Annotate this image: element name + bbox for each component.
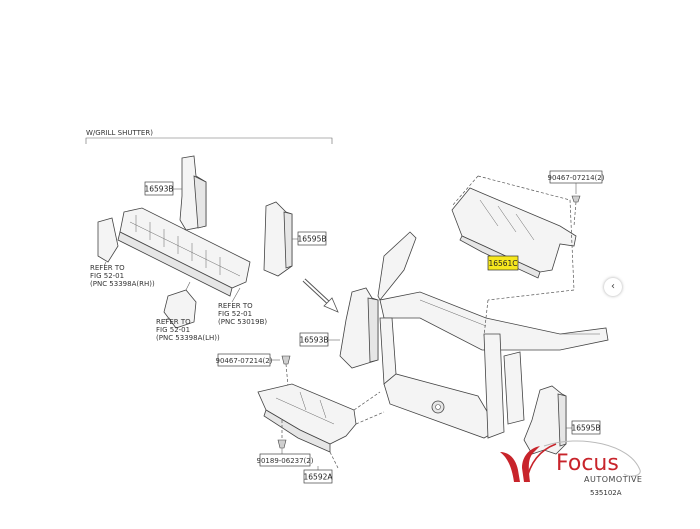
part-16592a[interactable]: 16592A (304, 473, 334, 482)
ref-center-line2: FIG 52-01 (218, 310, 252, 318)
duct-16595b-right (523, 385, 567, 455)
part-bolt-mid[interactable]: 90467-07214(2) (216, 357, 273, 365)
grill-shutter-bracket: W/GRILL SHUTTER) (85, 129, 333, 144)
ref-rh-line3: (PNC 53398A(RH)) (90, 280, 155, 288)
bolt-top: 90467-07214(2) (548, 170, 605, 227)
duct-16593b-top (179, 155, 207, 231)
part-16593b-mid[interactable]: 16593B (299, 336, 328, 345)
reference-note-rh: REFER TO FIG 52-01 (PNC 53398A(RH)) (90, 261, 155, 288)
ref-rh-line2: FIG 52-01 (90, 272, 124, 280)
part-16561c[interactable]: 16561C (488, 259, 517, 268)
label-box-16593b-top (144, 181, 174, 196)
part-16593b-top[interactable]: 16593B (144, 185, 173, 194)
header-label: W/GRILL SHUTTER) (86, 129, 153, 137)
ref-center-line1: REFER TO (218, 302, 253, 310)
focus-automotive-logo: Focus AUTOMOTIVE (500, 440, 642, 484)
reference-note-lh: REFER TO FIG 52-01 (PNC 53398A(LH)) (156, 317, 220, 342)
logo-sub: AUTOMOTIVE (584, 475, 642, 484)
ref-center-line3: (PNC 53019B) (218, 318, 267, 326)
reference-note-center: REFER TO FIG 52-01 (PNC 53019B) (218, 287, 267, 326)
lower-cover-16592a (257, 383, 357, 453)
grill-shutter-part (117, 207, 251, 297)
logo-name: Focus (556, 451, 619, 476)
diagram-code: 535102A (590, 489, 622, 497)
screw-bottom: 90189-06237(2) (257, 420, 314, 467)
part-16595b-top[interactable]: 16595B (297, 235, 326, 244)
bolt-mid: 90467-07214(2) (216, 353, 291, 387)
focus-logo-mark (500, 446, 540, 482)
ref-lh-line1: REFER TO (156, 318, 191, 326)
part-16595b-right[interactable]: 16595B (571, 424, 600, 433)
duct-16595b-top (263, 201, 293, 277)
shutter-bracket-left (97, 217, 119, 263)
radiator-support-frame (377, 231, 609, 439)
ref-lh-line2: FIG 52-01 (156, 326, 190, 334)
part-screw-bottom[interactable]: 90189-06237(2) (257, 457, 314, 465)
chevron-left-icon: ‹ (611, 281, 615, 292)
label-box-16592a (303, 469, 333, 484)
label-box-16593b-mid (299, 332, 329, 347)
ref-rh-line1: REFER TO (90, 264, 125, 272)
label-box-16595b-top (297, 231, 327, 246)
part-bolt-top[interactable]: 90467-07214(2) (548, 174, 605, 182)
direction-arrow (302, 278, 339, 313)
ref-lh-line3: (PNC 53398A(LH)) (156, 334, 220, 342)
side-tab-button[interactable]: ‹ (604, 278, 622, 296)
label-box-16561c (487, 255, 519, 271)
label-box-16595b-right (571, 420, 601, 435)
duct-16593b-mid (339, 287, 379, 369)
